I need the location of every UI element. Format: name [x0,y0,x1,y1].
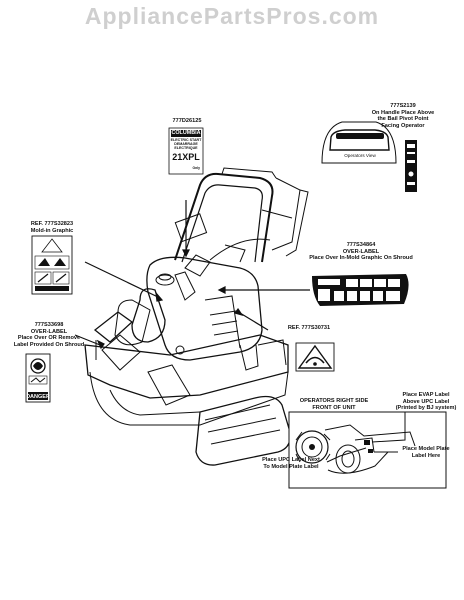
over-label-shroud-label: 777S34864 OVER-LABEL Place Over In-Mold … [309,242,413,262]
operators-view-label: Operators View [344,153,376,158]
operators-right-side-label: OPERATORS RIGHT SIDE FRONT OF UNIT [299,398,369,411]
columbia-model: 21XPL [172,152,200,162]
danger-over-label-label: 777S33698 OVER-LABEL Place Over OR Remov… [13,322,85,348]
columbia-electric-start: ELECTRIC START DEMARRAGE ELECTRIQUE [170,138,202,151]
ref-777s30731-label: REF. 777S30731 [287,325,331,331]
columbia-tag: Only [192,166,200,170]
columbia-part-number: 777D26125 [172,118,202,124]
upc-label-instruction: Place UPC Label Next To Model Plate Labe… [262,457,320,470]
mold-in-label: REF. 777S32823 Mold-in Graphic [30,221,74,234]
over-label-shroud-decal [312,274,409,306]
columbia-brand: COLUMBIA [171,130,201,136]
handle-decal-strip [405,140,417,192]
handle-decal-label: 777S2139 On Handle Place Above the Bail … [371,103,435,129]
right-side-detail-box [288,411,447,489]
warning-triangle-decal [295,342,335,372]
danger-text: DANGER [26,394,50,400]
watermark: AppliancePartsPros.com [84,3,380,29]
columbia-decal [168,127,204,175]
evap-label-instruction: Place EVAP Label Above UPC Label (Printe… [395,392,457,412]
handle-view-illustration [321,121,397,164]
mold-in-graphic-decal [31,235,73,295]
model-plate-instruction: Place Model Plate Label Here [402,446,450,459]
snow-blower-illustration [84,167,309,466]
danger-decal: DANGER [25,353,51,403]
